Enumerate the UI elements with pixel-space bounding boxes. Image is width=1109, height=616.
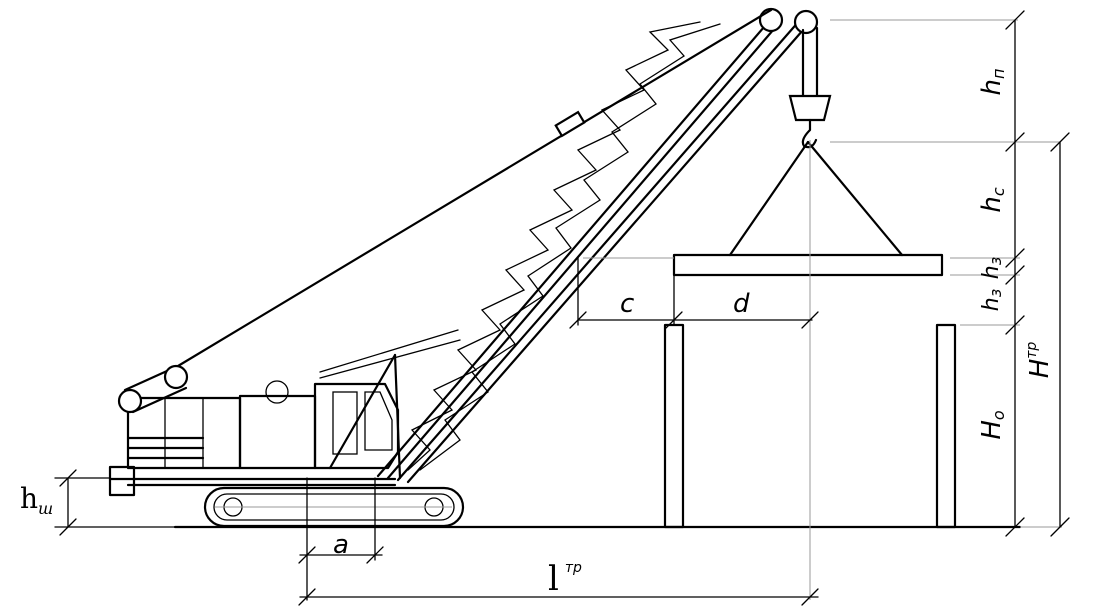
svg-text:hз: hз	[979, 289, 1005, 311]
label-h-z1: hз	[979, 257, 1005, 279]
crane-body	[108, 329, 461, 497]
label-h-z2: hз	[979, 289, 1005, 311]
label-h-sh: hш	[20, 482, 53, 518]
label-H-o: Hо	[977, 410, 1008, 440]
crane-boom	[176, 7, 819, 484]
cd-dimensions	[569, 257, 819, 329]
hook-assembly	[788, 26, 832, 149]
label-H-tr: Hтр	[1024, 342, 1055, 379]
rear-pulleys	[117, 364, 189, 414]
column-right	[935, 323, 957, 529]
crawler-track	[203, 486, 465, 528]
svg-text:Hо: Hо	[977, 410, 1008, 440]
right-dimensions	[1005, 10, 1070, 537]
label-h-p: hп	[977, 69, 1008, 96]
column-left	[663, 323, 685, 529]
svg-text:hс: hс	[977, 187, 1008, 212]
svg-text:Hтр: Hтр	[1024, 342, 1055, 379]
label-a: a	[333, 530, 349, 560]
label-h-c: hс	[977, 187, 1008, 212]
label-d: d	[733, 289, 750, 319]
slings-and-slab	[672, 140, 944, 277]
svg-text:hз: hз	[979, 257, 1005, 279]
bottom-dimensions	[54, 469, 819, 606]
label-c: c	[620, 289, 634, 319]
svg-text:hп: hп	[977, 69, 1008, 96]
